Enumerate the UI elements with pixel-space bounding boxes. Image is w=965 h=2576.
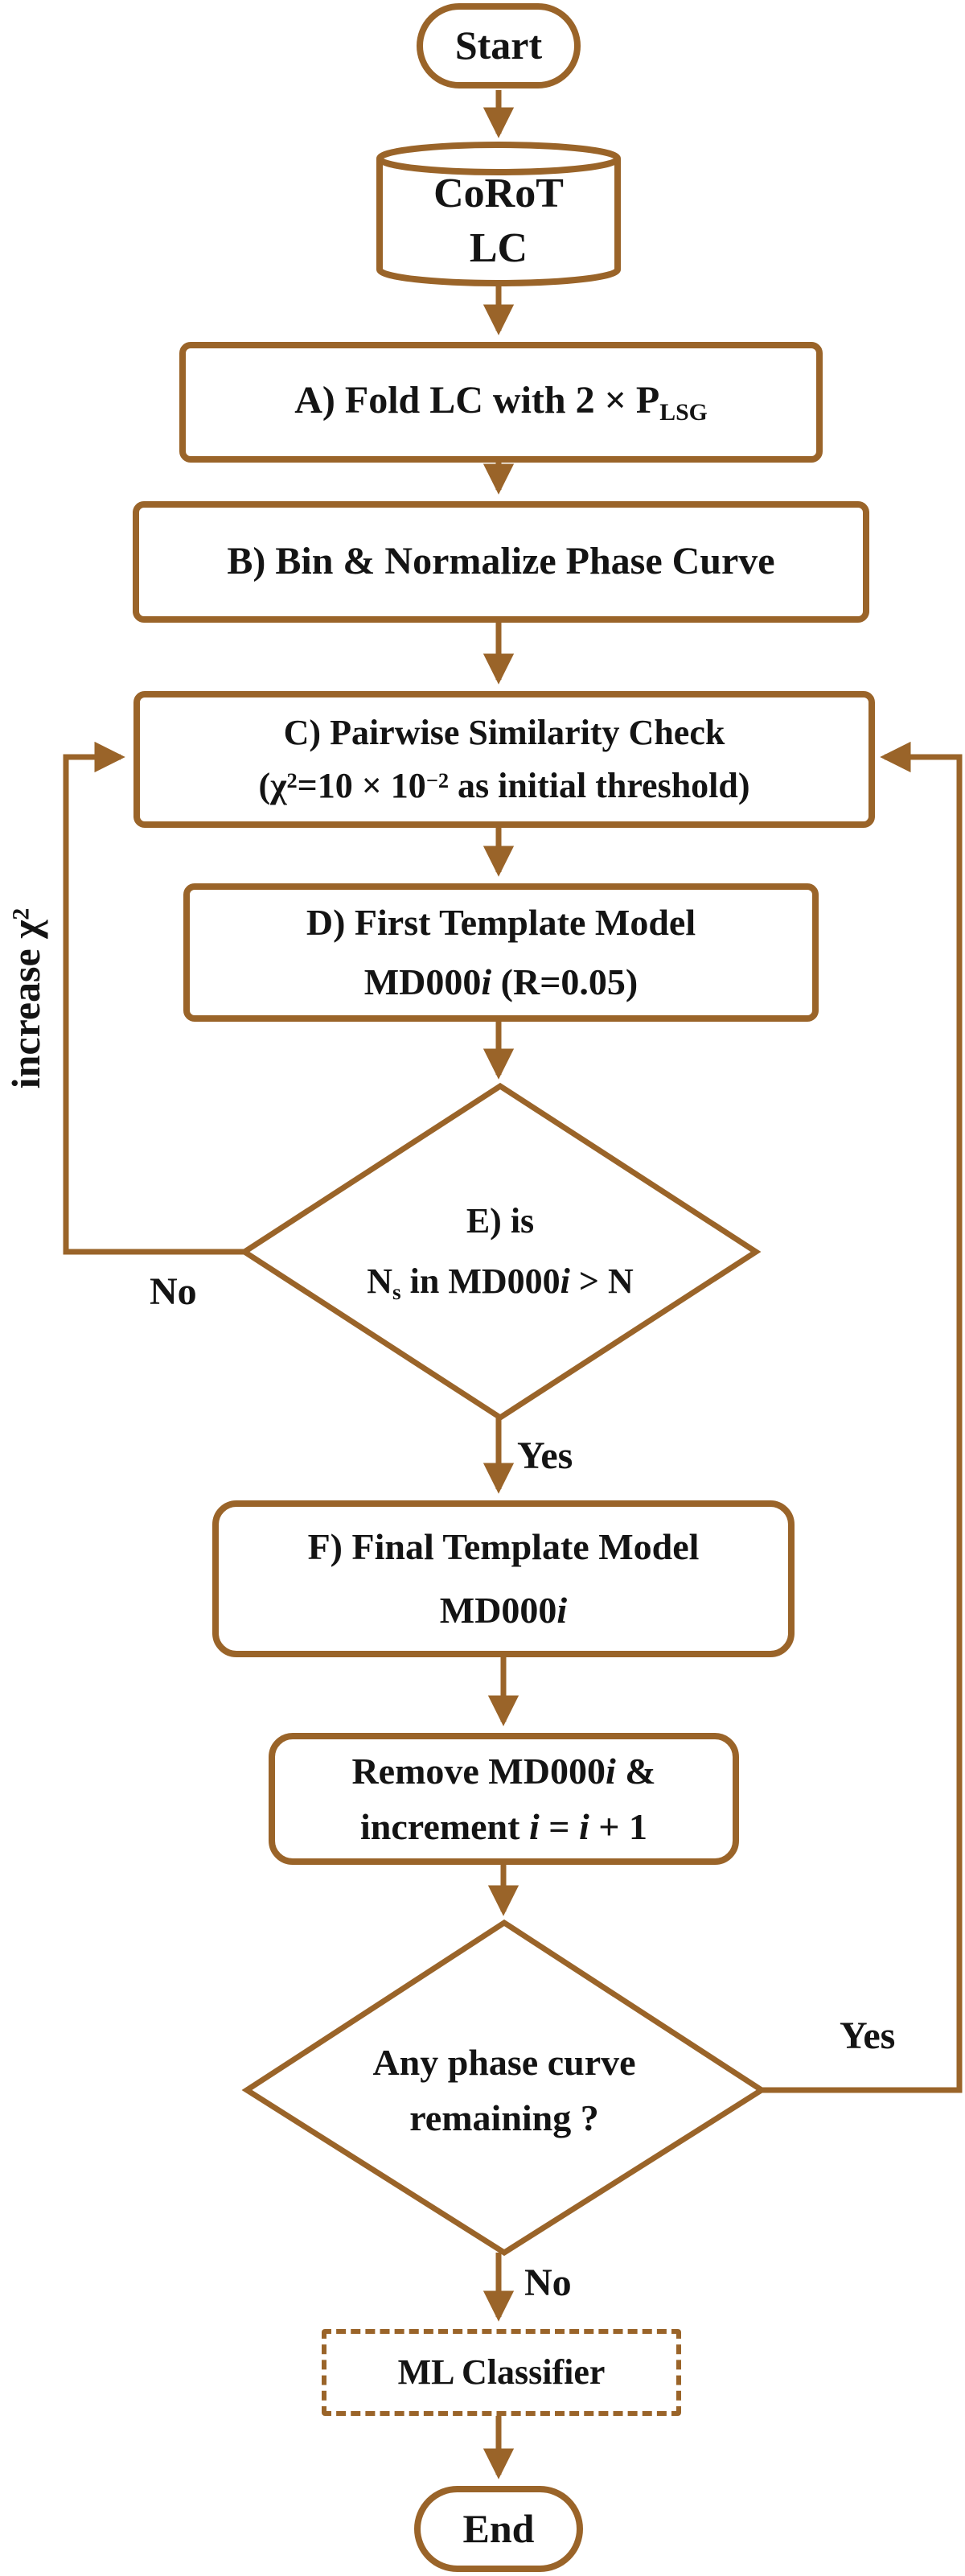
diamond-any-shape	[241, 1919, 767, 2257]
box-f-italic-i: i	[556, 1589, 568, 1631]
box-d-italic-i: i	[481, 961, 492, 1002]
label-increase-text: increase χ	[3, 920, 48, 1089]
box-remove-l2-italic-i2: i	[578, 1806, 589, 1847]
node-box-remove: Remove MD000i & increment i = i + 1	[269, 1733, 739, 1865]
box-d-l2p1: MD000	[363, 961, 482, 1002]
box-remove-l2p3: + 1	[589, 1806, 647, 1847]
diamond-e-shape	[239, 1082, 762, 1422]
box-remove-line1: Remove MD000i &	[351, 1743, 655, 1799]
edge-no-loop-to-c	[63, 741, 244, 1255]
label-increase-chi: increase χ2	[2, 870, 49, 1127]
box-remove-l2p2: =	[539, 1806, 579, 1847]
box-c-l2p1: (χ	[258, 766, 287, 805]
box-remove-l1p1: Remove MD000	[351, 1751, 606, 1792]
label-no-e: No	[150, 1270, 197, 1313]
box-remove-l1-italic-i: i	[605, 1751, 616, 1792]
box-a-subscript: LSG	[659, 399, 708, 426]
edges	[63, 90, 963, 2479]
box-b-label: B) Bin & Normalize Phase Curve	[227, 540, 775, 583]
box-f-line1: F) Final Template Model	[307, 1526, 700, 1568]
label-increase-exponent: 2	[7, 907, 35, 920]
box-c-l2p3: as initial threshold)	[449, 766, 750, 805]
start-label: Start	[454, 23, 543, 68]
box-f-l2p1: MD000	[439, 1589, 557, 1631]
node-end: End	[414, 2486, 583, 2572]
box-c-l2p2: =10 × 10	[297, 766, 426, 805]
box-d-line2: MD000i (R=0.05)	[364, 953, 639, 1012]
box-remove-l1p2: &	[615, 1751, 656, 1792]
box-c-chi-exponent: 2	[286, 768, 298, 793]
box-c-ten-exponent: −2	[425, 768, 450, 793]
box-remove-line2: increment i = i + 1	[360, 1799, 647, 1854]
corot-cylinder-lid	[376, 142, 621, 175]
node-box-d: D) First Template Model MD000i (R=0.05)	[183, 883, 819, 1022]
end-label: End	[462, 2505, 535, 2551]
box-remove-l2-italic-i1: i	[528, 1806, 540, 1847]
node-box-b: B) Bin & Normalize Phase Curve	[133, 501, 869, 623]
box-a-text: A) Fold LC with 2 × P	[294, 379, 660, 422]
label-yes-e: Yes	[517, 1434, 573, 1477]
box-d-l2p2: (R=0.05)	[491, 961, 639, 1002]
node-box-a: A) Fold LC with 2 × PLSG	[179, 342, 823, 463]
box-ml-label: ML Classifier	[397, 2352, 606, 2393]
corot-cylinder-body	[376, 158, 621, 286]
edge-yes-loop-to-c	[762, 741, 963, 2093]
node-box-ml: ML Classifier	[322, 2329, 681, 2416]
node-box-f: F) Final Template Model MD000i	[212, 1500, 795, 1657]
box-c-line2: (χ2=10 × 10−2 as initial threshold)	[258, 759, 749, 813]
box-f-line2: MD000i	[440, 1579, 567, 1642]
label-no-any: No	[524, 2261, 572, 2304]
node-start: Start	[417, 3, 581, 88]
box-remove-l2p1: increment	[360, 1806, 529, 1847]
box-a-label: A) Fold LC with 2 × PLSG	[294, 375, 708, 429]
label-yes-any: Yes	[840, 2014, 896, 2057]
node-box-c: C) Pairwise Similarity Check (χ2=10 × 10…	[133, 691, 875, 828]
box-d-line1: D) First Template Model	[306, 902, 696, 944]
svg-shapes	[239, 142, 767, 2257]
box-c-line1: C) Pairwise Similarity Check	[283, 713, 725, 752]
